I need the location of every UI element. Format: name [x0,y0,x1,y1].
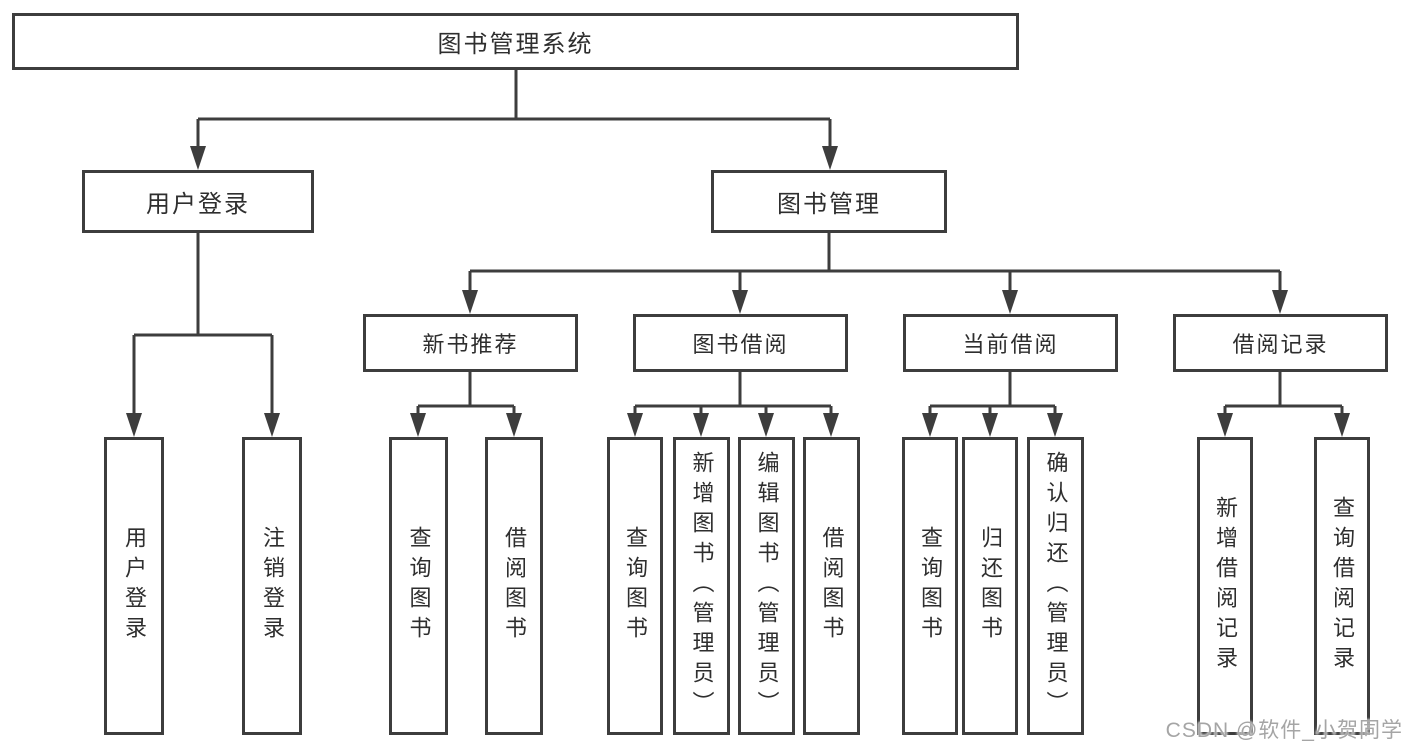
node-current-borrow: 当前借阅 [903,314,1118,372]
node-root: 图书管理系统 [12,13,1019,70]
leaf-query-books-newbooks: 查询图书 [389,437,448,735]
leaf-confirm-return-admin: 确认归还（管理员） [1027,437,1084,735]
leaf-label: 归还图书 [978,526,1003,646]
leaf-edit-book-admin: 编辑图书（管理员） [738,437,795,735]
node-book-mgmt: 图书管理 [711,170,947,233]
leaf-query-borrow-record: 查询借阅记录 [1314,437,1370,735]
csdn-watermark: CSDN @软件_小贺同学 [1165,719,1403,742]
node-user-login: 用户登录 [82,170,314,233]
leaf-label: 借阅图书 [502,526,527,646]
node-borrow-records: 借阅记录 [1173,314,1388,372]
leaf-label: 查询图书 [918,526,943,646]
arrowheads [126,146,1350,437]
leaf-label: 新增借阅记录 [1213,496,1238,676]
node-new-books: 新书推荐 [363,314,578,372]
leaf-label: 编辑图书（管理员） [754,451,780,721]
leaf-borrow-books-borrow: 借阅图书 [803,437,860,735]
leaf-logout: 注销登录 [242,437,302,735]
leaf-borrow-books-newbooks: 借阅图书 [485,437,543,735]
leaf-label: 用户登录 [122,526,147,646]
leaf-label: 查询图书 [406,526,432,646]
leaf-return-books: 归还图书 [962,437,1018,735]
leaf-add-book-admin: 新增图书（管理员） [673,437,730,735]
leaf-query-books-borrow: 查询图书 [607,437,663,735]
leaf-query-books-current: 查询图书 [902,437,958,735]
node-book-borrow: 图书借阅 [633,314,848,372]
leaf-label: 查询借阅记录 [1330,496,1355,676]
leaf-add-borrow-record: 新增借阅记录 [1197,437,1253,735]
leaf-label: 新增图书（管理员） [689,451,715,721]
leaf-user-login: 用户登录 [104,437,164,735]
leaf-label: 注销登录 [260,526,285,646]
leaf-label: 借阅图书 [819,526,845,646]
leaf-label: 确认归还（管理员） [1043,451,1069,721]
leaf-label: 查询图书 [623,526,648,646]
